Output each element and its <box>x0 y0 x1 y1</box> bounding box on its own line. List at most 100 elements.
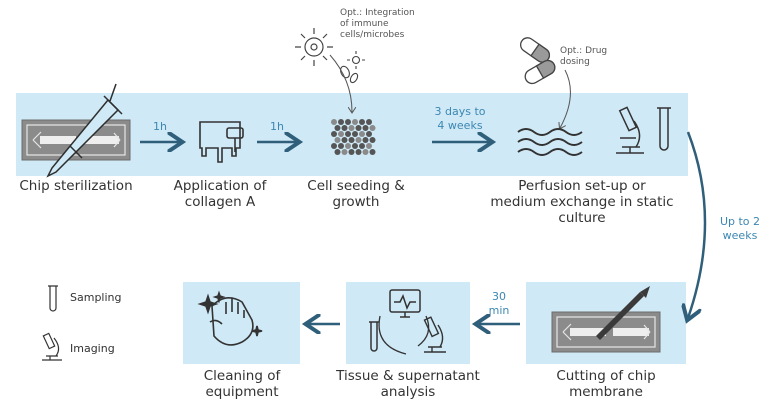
cell-dot <box>334 149 341 155</box>
perfusion-line-2: medium exchange in static <box>490 194 674 210</box>
perfusion-line-1: Perfusion set-up or <box>518 178 646 194</box>
step-label-perfusion: Perfusion set-up or medium exchange in s… <box>472 178 692 226</box>
time-3-line-1: 3 days to <box>434 105 486 118</box>
time-label-4: Up to 2 weeks <box>712 215 768 243</box>
step-label-tissue-analysis: Tissue & supernatant analysis <box>318 368 498 400</box>
cleaning-hand-icon <box>197 290 263 346</box>
immune-note-line-1: Opt.: Integration <box>340 8 415 18</box>
immune-pointer <box>329 54 352 112</box>
cell-dot <box>334 125 341 131</box>
legend-sampling-icon <box>48 285 58 312</box>
time-label-2: 1h <box>270 120 284 133</box>
chip-sterilization-line-1: Chip sterilization <box>19 178 133 194</box>
cell-dot <box>355 149 362 155</box>
cell-dot <box>352 143 358 149</box>
step-label-chip-sterilization: Chip sterilization <box>6 178 146 194</box>
cell-dot <box>355 137 362 143</box>
cell-dot <box>345 119 351 125</box>
cell-dot <box>366 119 372 125</box>
time-label-5: 30 min <box>484 290 514 318</box>
time-4-line-1: Up to 2 <box>719 215 761 228</box>
cell-dot <box>331 131 337 137</box>
cell-dot <box>345 131 351 137</box>
cell-dot <box>355 125 362 131</box>
cell-layer-icon <box>331 119 376 155</box>
time-4-line-2: weeks <box>722 229 758 242</box>
perfusion-line-3: culture <box>558 210 606 226</box>
pipette-icon <box>46 83 123 178</box>
drug-capsule-icon <box>519 37 556 85</box>
cutting-line-1: Cutting of chip <box>556 368 656 384</box>
cleaning-line-1: Cleaning of <box>203 368 281 384</box>
drug-note-line-2: dosing <box>560 57 590 67</box>
step-label-cutting: Cutting of chip membrane <box>536 368 676 400</box>
analysis-cycle-icon <box>378 315 430 355</box>
cell-dot <box>348 149 355 155</box>
cell-dot <box>345 143 351 149</box>
step-label-collagen: Application of collagen A <box>160 178 280 210</box>
cell-dot <box>352 131 358 137</box>
cell-dot <box>369 137 376 143</box>
cell-dot <box>341 137 348 143</box>
analysis-tubes-icon <box>369 321 379 352</box>
arrow-4 <box>688 131 707 318</box>
microscope-icon <box>616 106 644 154</box>
cell-dot <box>359 119 365 125</box>
cleaning-line-2: equipment <box>205 384 279 400</box>
time-5-line-1: 30 <box>492 290 506 303</box>
cell-dot <box>338 131 344 137</box>
collagen-line-1: Application of <box>173 178 267 194</box>
cell-dot <box>369 125 376 131</box>
cell-dot <box>369 149 376 155</box>
test-tube-icon <box>657 107 671 151</box>
legend-imaging-label: Imaging <box>70 342 115 355</box>
legend-sampling-label: Sampling <box>70 291 122 304</box>
time-label-3: 3 days to 4 weeks <box>420 105 500 133</box>
immune-cell-icon <box>295 28 333 66</box>
chip-cut-icon <box>551 311 661 353</box>
immune-note-line-3: cells/microbes <box>340 30 405 40</box>
cell-dot <box>341 125 348 131</box>
cell-seeding-line-1: Cell seeding & <box>307 178 405 194</box>
cell-dot <box>366 131 372 137</box>
cell-dot <box>348 125 355 131</box>
cleaning-step-box <box>183 282 300 364</box>
collagen-coating-icon <box>199 121 244 163</box>
cell-seeding-line-2: growth <box>332 194 380 210</box>
medium-flow-icon <box>517 128 583 156</box>
immune-option-note: Opt.: Integration of immune cells/microb… <box>340 8 436 41</box>
cutting-line-2: membrane <box>569 384 643 400</box>
legend-imaging-icon <box>42 332 62 361</box>
cell-dot <box>362 149 369 155</box>
step-label-cell-seeding: Cell seeding & growth <box>296 178 416 210</box>
cell-dot <box>348 137 355 143</box>
cell-dot <box>338 119 344 125</box>
analysis-monitor-icon <box>389 289 421 318</box>
analysis-microscope-icon <box>423 316 446 353</box>
cell-dot <box>341 149 348 155</box>
cell-dot <box>359 143 365 149</box>
time-3-line-2: 4 weeks <box>437 119 483 132</box>
microbes-icon <box>340 51 365 84</box>
cell-dot <box>362 137 369 143</box>
drug-option-note: Opt.: Drug dosing <box>560 46 630 68</box>
cell-dot <box>362 125 369 131</box>
tissue-analysis-box <box>346 282 470 364</box>
collagen-line-2: collagen A <box>184 194 256 210</box>
time-5-line-2: min <box>488 304 510 317</box>
cell-dot <box>334 137 341 143</box>
cell-dot <box>331 119 337 125</box>
cell-dot <box>338 143 344 149</box>
step-label-cleaning: Cleaning of equipment <box>180 368 304 400</box>
immune-note-line-2: of immune <box>340 19 389 29</box>
drug-note-line-1: Opt.: Drug <box>560 46 608 56</box>
cell-dot <box>359 131 365 137</box>
cell-dot <box>352 119 358 125</box>
scalpel-icon <box>596 286 650 340</box>
time-label-1: 1h <box>153 120 167 133</box>
tissue-line-2: analysis <box>380 384 436 400</box>
cell-dot <box>331 143 337 149</box>
cell-dot <box>366 143 372 149</box>
tissue-line-1: Tissue & supernatant <box>336 368 480 384</box>
